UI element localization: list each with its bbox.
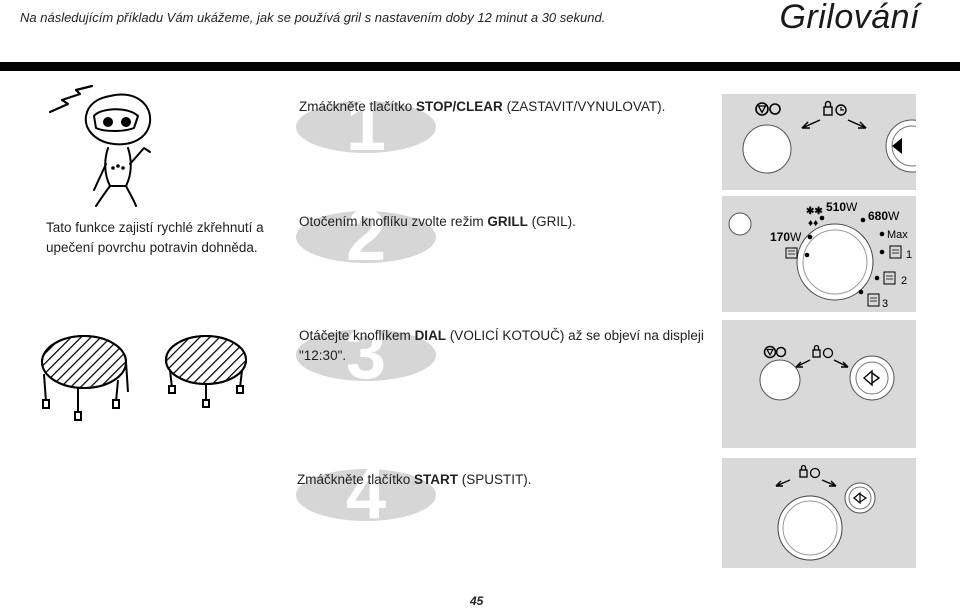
- page-number: 45: [470, 594, 484, 608]
- step-2-text: Otočením knoflíku zvolte režim GRILL (GR…: [299, 212, 576, 232]
- grill-2-label: 2: [901, 275, 907, 287]
- power-170-unit: W: [790, 230, 802, 244]
- clock-lock-icon: [823, 100, 847, 116]
- step-1-text-bold: STOP/CLEAR: [416, 99, 503, 114]
- step-4-text-before: Zmáčkněte tlačítko: [297, 472, 415, 487]
- grill-1-label: 1: [906, 249, 912, 261]
- start-arrow-icon: [862, 369, 881, 387]
- step-3-text-before: Otáčejte knoflíkem: [299, 328, 415, 343]
- step-1-text-after: (ZASTAVIT/VYNULOVAT).: [502, 99, 666, 114]
- power-680-unit: W: [888, 209, 900, 223]
- grill-3-label: 3: [882, 298, 888, 310]
- control-panel-step-1: [722, 94, 939, 190]
- intro-text: Na následujícím příkladu Vám ukážeme, ja…: [20, 10, 606, 25]
- svg-text:510W: 510W: [826, 200, 858, 214]
- step-2-text-after: (GRIL).: [527, 214, 576, 229]
- step-4-text-bold: START: [414, 472, 459, 487]
- svg-text:680W: 680W: [868, 209, 900, 223]
- step-1-text: Zmáčkněte tlačítko STOP/CLEAR (ZASTAVIT/…: [299, 97, 665, 117]
- step-number-1: 1: [296, 92, 436, 162]
- svg-text:170W: 170W: [770, 230, 802, 244]
- step-3-text-line2: "12:30".: [299, 348, 347, 363]
- control-panel-step-4: [722, 458, 916, 568]
- svg-text:2: 2: [346, 202, 386, 272]
- grill-icon: [785, 247, 798, 259]
- step-3-text: Otáčejte knoflíkem DIAL (VOLICÍ KOTOUČ) …: [299, 326, 709, 366]
- defrost-icon: ✱✱ ♦♦: [806, 206, 823, 229]
- svg-text:1: 1: [346, 92, 386, 162]
- control-panel-step-2: ✱✱ ♦♦ 510W 680W 170W Max 1 2 3: [722, 196, 916, 312]
- step-4-text: Zmáčkněte tlačítko START (SPUSTIT).: [297, 470, 532, 490]
- stop-clear-icon: [755, 102, 781, 116]
- function-description: Tato funkce zajistí rychlé zkřehnutí a u…: [46, 220, 264, 255]
- control-panel-step-3: [722, 320, 916, 448]
- start-arrow-icon: [892, 138, 902, 154]
- svg-text:♦♦: ♦♦: [808, 218, 818, 229]
- max-label: Max: [887, 229, 908, 241]
- power-170-label: 170: [770, 230, 790, 244]
- page-title: Grilování: [779, 0, 920, 36]
- step-4-text-after: (SPUSTIT).: [458, 472, 532, 487]
- svg-text:4: 4: [346, 460, 386, 530]
- step-3-text-bold: DIAL: [414, 328, 447, 343]
- svg-text:3: 3: [346, 320, 386, 390]
- step-2-text-before: Otočením knoflíku zvolte režim: [299, 214, 488, 229]
- step-1-text-before: Zmáčkněte tlačítko: [299, 99, 417, 114]
- mascot-icon: [48, 84, 152, 207]
- step-3-text-after: (VOLICÍ KOTOUČ) až se objeví na displeji: [446, 328, 704, 343]
- svg-text:✱✱: ✱✱: [806, 206, 823, 217]
- power-510-label: 510: [826, 200, 846, 214]
- header-rule: [0, 62, 960, 71]
- power-510-unit: W: [846, 200, 858, 214]
- step-number-3: 3: [296, 320, 436, 390]
- power-680-label: 680: [868, 209, 888, 223]
- step-2-text-bold: GRILL: [487, 214, 528, 229]
- step-number-2: 2: [296, 202, 436, 272]
- grill-rack-icon: [41, 335, 247, 421]
- start-arrow-icon: [853, 491, 868, 505]
- step-number-4: 4: [296, 460, 436, 530]
